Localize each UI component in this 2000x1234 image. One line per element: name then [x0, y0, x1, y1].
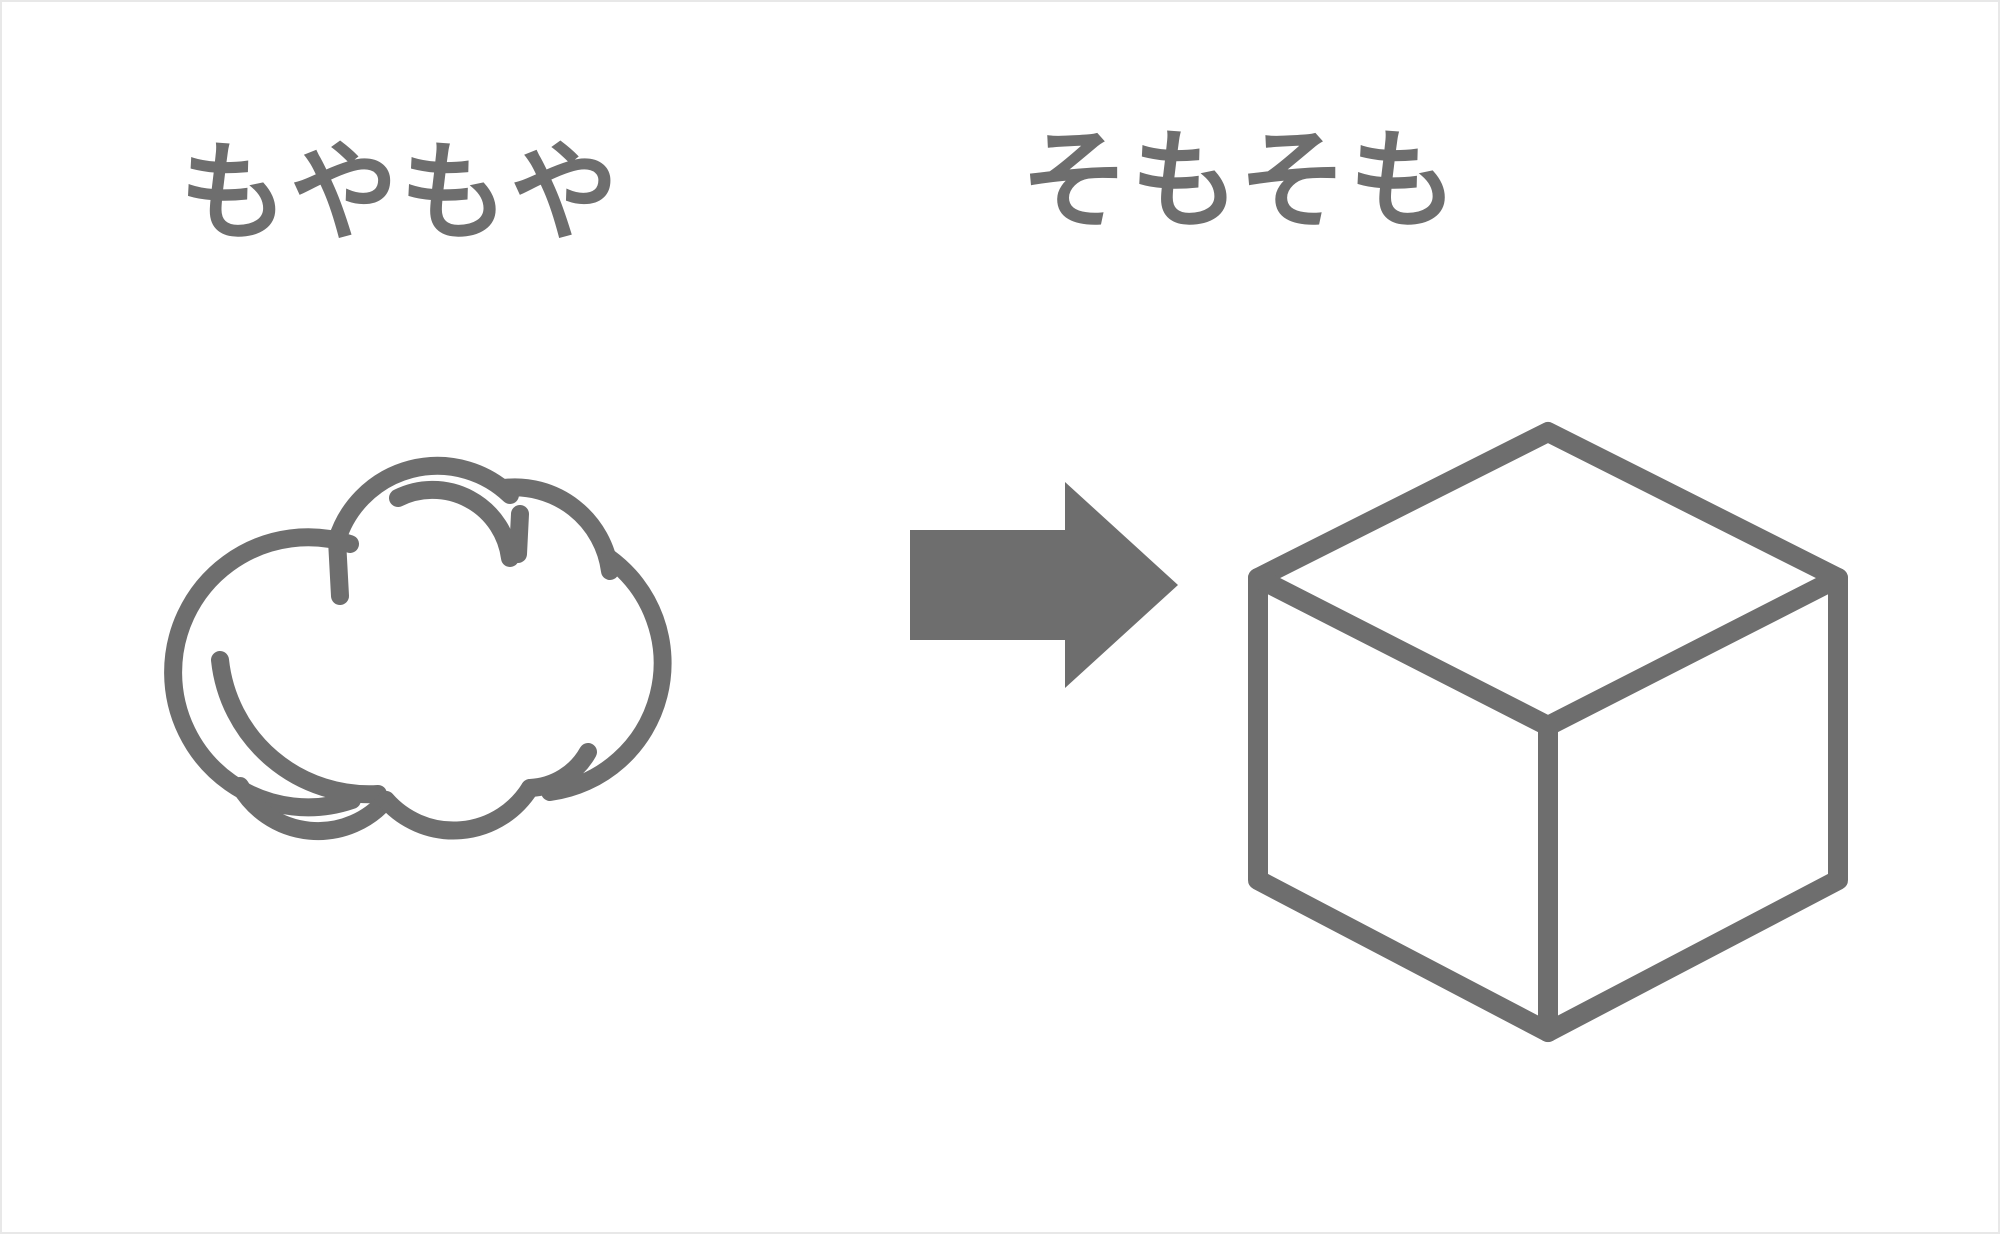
cube-icon	[1230, 400, 1870, 1060]
cube-outline-strokes	[1248, 422, 1848, 1042]
cloud-inner-swirl	[389, 480, 519, 567]
cloud-lobe-bottom-left-link	[211, 651, 387, 804]
cloud-lobe-bottom-2	[377, 779, 539, 840]
arrow-shape	[910, 482, 1178, 688]
cube-top-face-edges	[1248, 568, 1848, 736]
cloud-notch-right	[509, 505, 529, 563]
cloud-icon	[90, 300, 710, 841]
cloud-lobe-bottom-3	[521, 743, 597, 797]
cloud-lobe-left	[164, 528, 361, 817]
cube-icon-svg	[1248, 422, 1848, 1042]
cloud-lobe-right	[541, 549, 672, 801]
cloud-outline-strokes	[164, 456, 672, 841]
cloud-lobe-top-center	[328, 456, 519, 549]
right-arrow-icon-svg	[910, 482, 1178, 688]
cloud-icon-svg	[164, 456, 672, 841]
cloud-notch-left	[328, 531, 349, 605]
right-panel-caption: そもそも	[1020, 119, 1460, 244]
right-arrow-icon	[890, 470, 1190, 700]
cloud-lobe-bottom-1	[231, 777, 395, 841]
left-panel-caption: もやもや	[179, 131, 621, 256]
